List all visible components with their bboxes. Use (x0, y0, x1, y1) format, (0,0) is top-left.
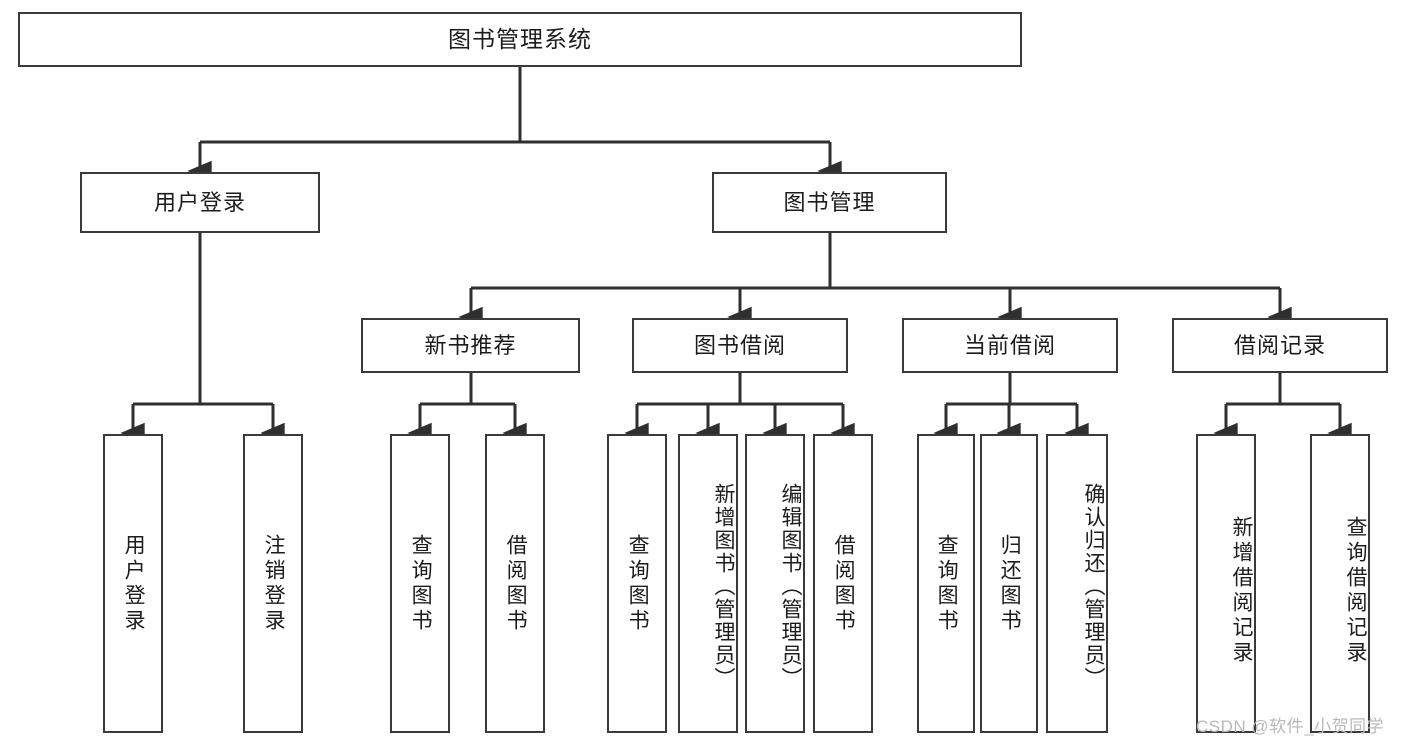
node-label: 图书管理 (783, 189, 876, 215)
node-current-borrow[interactable]: 当前借阅 (902, 318, 1118, 373)
node-new-book-rec[interactable]: 新书推荐 (361, 318, 580, 373)
node-leaf-confirm-return[interactable]: 确认归还（管理员） (1046, 434, 1108, 733)
node-leaf-query-record[interactable]: 查询借阅记录 (1310, 434, 1370, 733)
node-label: 查询图书 (935, 533, 959, 634)
node-label: 图书管理系统 (448, 26, 592, 53)
node-label: 当前借阅 (963, 332, 1056, 358)
node-book-manage[interactable]: 图书管理 (712, 172, 947, 233)
node-label: 新增借阅记录 (1230, 515, 1253, 666)
node-label: 用户登录 (153, 189, 246, 215)
node-leaf-query-book-2[interactable]: 查询图书 (607, 434, 667, 733)
node-leaf-add-book[interactable]: 新增图书（管理员） (678, 434, 738, 733)
node-leaf-add-record[interactable]: 新增借阅记录 (1196, 434, 1256, 733)
node-root[interactable]: 图书管理系统 (18, 12, 1022, 67)
node-label: 编辑图书（管理员） (779, 483, 802, 690)
node-borrow-record[interactable]: 借阅记录 (1172, 318, 1388, 373)
node-label: 注销登录 (262, 533, 286, 634)
node-leaf-query-book-3[interactable]: 查询图书 (917, 434, 975, 733)
node-leaf-logout[interactable]: 注销登录 (243, 434, 303, 733)
node-leaf-edit-book[interactable]: 编辑图书（管理员） (745, 434, 805, 733)
node-label: 查询图书 (409, 533, 433, 634)
node-leaf-borrow-book-1[interactable]: 借阅图书 (485, 434, 545, 733)
watermark: CSDN @软件_小贺同学 (1196, 717, 1385, 736)
node-label: 借阅图书 (504, 533, 528, 634)
node-label: 借阅图书 (832, 533, 856, 634)
node-leaf-return-book[interactable]: 归还图书 (980, 434, 1038, 733)
node-label: 借阅记录 (1233, 332, 1326, 358)
node-label: 查询借阅记录 (1344, 515, 1367, 666)
node-label: 归还图书 (998, 533, 1022, 634)
node-label: 查询图书 (626, 533, 650, 634)
node-label: 新书推荐 (424, 332, 517, 358)
node-label: 确认归还（管理员） (1082, 483, 1105, 690)
node-leaf-query-book-1[interactable]: 查询图书 (390, 434, 450, 733)
node-book-borrow[interactable]: 图书借阅 (632, 318, 848, 373)
node-label: 图书借阅 (693, 332, 786, 358)
node-user-login[interactable]: 用户登录 (80, 172, 320, 233)
node-leaf-borrow-book-2[interactable]: 借阅图书 (813, 434, 873, 733)
node-label: 新增图书（管理员） (712, 483, 735, 690)
node-label: 用户登录 (122, 533, 146, 634)
node-leaf-user-login[interactable]: 用户登录 (103, 434, 163, 733)
